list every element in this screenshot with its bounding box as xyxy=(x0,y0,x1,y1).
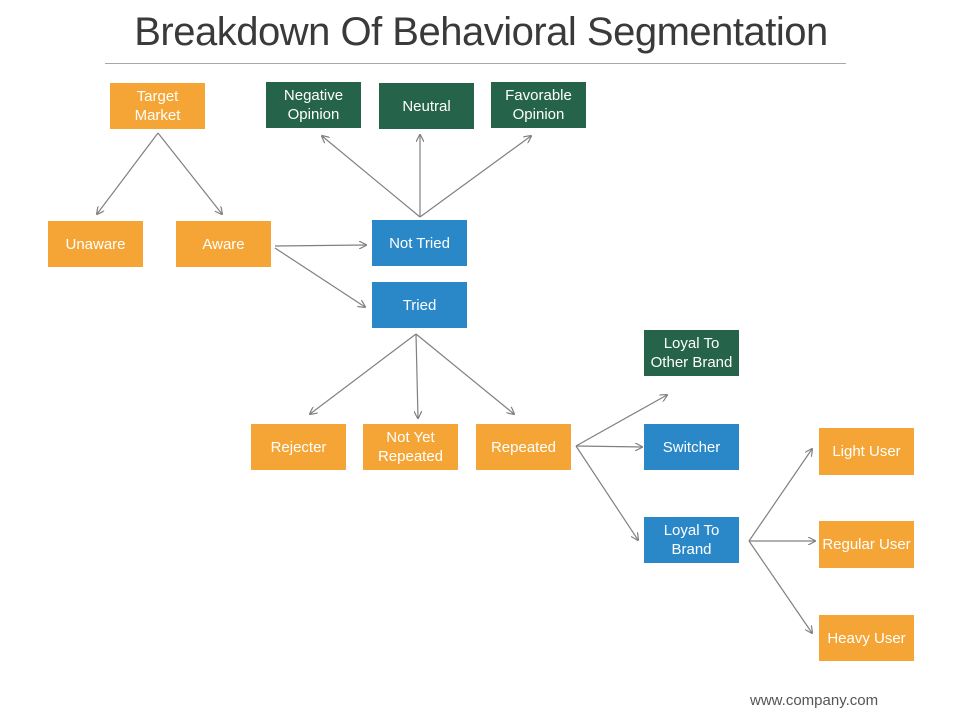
node-not-tried: Not Tried xyxy=(372,220,467,266)
node-switcher: Switcher xyxy=(644,424,739,470)
arrow-repeated-to-switcher xyxy=(575,446,642,447)
arrow-tried-to-repeated xyxy=(415,333,514,414)
arrow-aware-to-tried xyxy=(274,247,365,307)
title-divider xyxy=(105,63,846,64)
arrow-repeated-to-loyal-to-other-brand xyxy=(575,395,667,447)
arrow-repeated-to-loyal-to-brand xyxy=(575,445,638,540)
node-not-yet-repeated: Not Yet Repeated xyxy=(363,424,458,470)
footer-url: www.company.com xyxy=(750,692,879,709)
node-neutral: Neutral xyxy=(379,83,474,129)
arrow-loyal-to-brand-to-heavy-user xyxy=(748,540,812,633)
arrow-loyal-to-brand-to-light-user xyxy=(748,449,812,542)
node-negative-opinion: Negative Opinion xyxy=(266,82,361,128)
node-unaware: Unaware xyxy=(48,221,143,267)
node-loyal-to-other-brand: Loyal To Other Brand xyxy=(644,330,739,376)
node-heavy-user: Heavy User xyxy=(819,615,914,661)
page-title: Breakdown Of Behavioral Segmentation xyxy=(134,10,828,54)
arrow-not-tried-to-favorable-opinion xyxy=(419,136,531,218)
node-target-market: Target Market xyxy=(110,83,205,129)
node-aware: Aware xyxy=(176,221,271,267)
arrow-target-market-to-aware xyxy=(157,132,222,214)
arrow-aware-to-not-tried xyxy=(274,245,366,246)
arrow-tried-to-rejecter xyxy=(310,333,417,414)
arrow-not-tried-to-negative-opinion xyxy=(322,136,421,218)
node-light-user: Light User xyxy=(819,428,914,475)
node-repeated: Repeated xyxy=(476,424,571,470)
node-rejecter: Rejecter xyxy=(251,424,346,470)
node-regular-user: Regular User xyxy=(819,521,914,568)
node-loyal-to-brand: Loyal To Brand xyxy=(644,517,739,563)
node-tried: Tried xyxy=(372,282,467,328)
node-favorable-opinion: Favorable Opinion xyxy=(491,82,586,128)
arrow-tried-to-not-yet-repeated xyxy=(416,333,418,418)
arrow-target-market-to-unaware xyxy=(97,132,159,214)
